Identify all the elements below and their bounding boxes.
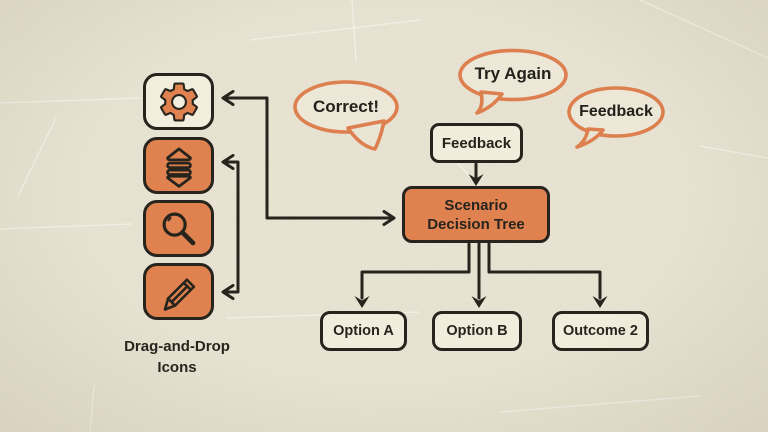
root-label-line-2: Decision Tree <box>427 215 525 233</box>
bubble-label-feedback: Feedback <box>579 103 653 120</box>
arrowhead-down-option-a <box>354 296 370 308</box>
caption-line-2: Icons <box>157 359 197 376</box>
outcome-2-label: Outcome 2 <box>563 322 638 339</box>
arrowhead-down-outcome-2 <box>592 296 608 308</box>
arrowhead-right-tree <box>382 210 396 226</box>
arrowhead-down-feedback <box>468 174 484 186</box>
arrowhead-left-layers <box>221 154 235 170</box>
bubble-label-try-again: Try Again <box>474 64 552 83</box>
arrowhead-down-option-b <box>471 296 487 308</box>
arrowhead-left-pencil <box>221 284 235 300</box>
speech-bubble-correct <box>293 80 399 134</box>
icon-tile-gear[interactable] <box>143 73 214 130</box>
layers-icon <box>165 147 192 188</box>
pencil-icon <box>163 277 195 311</box>
speech-bubble-try-again <box>458 48 568 102</box>
option-b-label: Option B <box>446 322 508 339</box>
speech-bubble-correct-tail <box>346 119 386 151</box>
icon-panel-caption: Drag-and-Drop Icons <box>97 336 257 378</box>
feedback-box-label: Feedback <box>441 134 512 152</box>
option-b-box[interactable]: Option B <box>432 311 522 351</box>
root-label-line-1: Scenario <box>444 196 508 214</box>
feedback-box: Feedback <box>430 123 523 163</box>
magnifier-icon <box>162 212 195 245</box>
outcome-2-box[interactable]: Outcome 2 <box>552 311 649 351</box>
connector-gear-to-tree <box>222 96 394 220</box>
icon-tile-layers[interactable] <box>143 137 214 194</box>
option-a-box[interactable]: Option A <box>320 311 407 351</box>
icon-tile-magnifier[interactable] <box>143 200 214 257</box>
connector-tree-to-option-a <box>360 242 471 300</box>
speech-bubble-try-again-tail <box>475 90 504 115</box>
connector-tree-to-outcome-2 <box>487 242 602 300</box>
gear-icon <box>159 82 198 121</box>
arrowhead-left-gear <box>221 90 235 106</box>
icon-tile-pencil[interactable] <box>143 263 214 320</box>
connector-layers-to-pencil <box>222 160 240 294</box>
bubble-label-correct: Correct! <box>312 97 380 116</box>
caption-line-1: Drag-and-Drop <box>124 338 230 355</box>
speech-bubble-feedback-tail <box>575 127 605 149</box>
scenario-decision-tree-box[interactable]: Scenario Decision Tree <box>402 186 550 243</box>
option-a-label: Option A <box>333 322 394 339</box>
speech-bubble-feedback <box>567 86 665 138</box>
